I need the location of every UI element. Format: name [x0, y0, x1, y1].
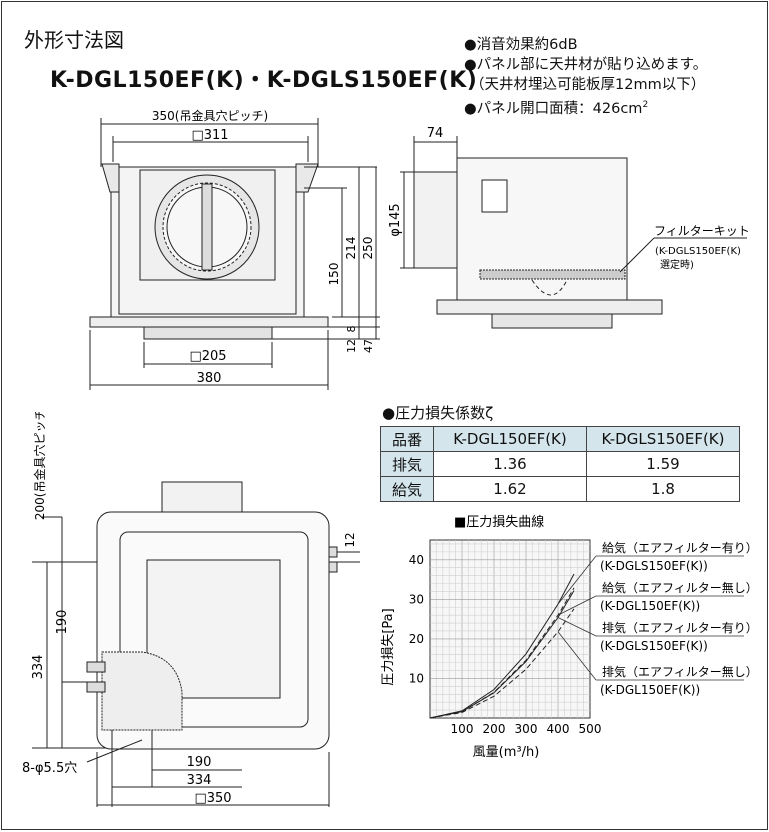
dim-12-right: 12	[343, 532, 357, 547]
dim-74: 74	[427, 126, 444, 141]
chart-ticks: 100 200 300 400 500 10 20 30 40	[409, 553, 602, 736]
x-axis-label: 風量(m³/h)	[473, 745, 540, 760]
holes-label: 8-φ5.5穴	[22, 761, 77, 776]
legend-label: (K-DGL150EF(K))	[600, 599, 700, 613]
chart-title: ■圧力損失曲線	[454, 514, 544, 530]
filter-kit-note: 選定時)	[660, 258, 694, 271]
dim-pitch: 350(吊金具穴ピッチ)	[152, 108, 268, 123]
dim-334-horizontal: 334	[187, 773, 212, 788]
pressure-loss-table: 品番 K-DGL150EF(K) K-DGLS150EF(K) 排気 1.36 …	[380, 426, 740, 502]
spec-item: （天井材埋込可能板厚12mm以下）	[470, 77, 706, 93]
y-tick-label: 40	[409, 553, 424, 567]
table-cell: 1.36	[433, 451, 587, 477]
spec-list: ●消音効果約6dB ●パネル部に天井材が貼り込めます。 （天井材埋込可能板厚12…	[464, 35, 707, 119]
pressure-loss-title: ●圧力損失係数ζ	[382, 404, 494, 422]
dim-12: 12	[345, 339, 358, 353]
spec-item: ●消音効果約6dB	[464, 37, 578, 53]
legend-leader	[557, 617, 597, 637]
spec-item: ●パネル開口面積：426cm2	[464, 100, 649, 117]
legend-label: 排気（エアフィルター無し）	[602, 664, 758, 679]
dim-214: 214	[344, 237, 358, 260]
filter-kit-note: (K-DGLS150EF(K)	[655, 246, 741, 257]
side-view-drawing: 74 φ145 フィルターキット (K-DGLS150EF(K) 選定時)	[388, 126, 750, 329]
legend-label: 給気（エアフィルター有り）	[602, 540, 758, 555]
table-row: 給気 1.62 1.8	[380, 476, 740, 502]
dim-square-top: □311	[191, 128, 228, 143]
legend-label: (K-DGLS150EF(K))	[600, 559, 708, 573]
table-cell: 1.8	[586, 476, 740, 502]
x-tick-label: 500	[579, 722, 602, 736]
series-line	[429, 608, 575, 719]
series-line	[429, 573, 575, 719]
dim-8: 8	[345, 326, 358, 333]
table-header: 品番	[380, 426, 434, 452]
legend-leader	[557, 555, 597, 605]
chart-legend: 給気（エアフィルター有り） (K-DGLS150EF(K)) 給気（エアフィルター無…	[557, 540, 758, 697]
dim-phi145: φ145	[388, 203, 403, 236]
dim-pitch-vertical: 200(吊金具穴ピッチ)	[32, 412, 47, 520]
legend-label: 排気（エアフィルター有り）	[602, 620, 758, 635]
y-axis-label: 圧力損失[Pa]	[381, 608, 396, 685]
dim-square-bottom: □205	[189, 349, 226, 364]
y-tick-label: 10	[409, 671, 424, 685]
table-header: K-DGL150EF(K)	[433, 426, 587, 452]
legend-leader	[557, 595, 597, 616]
chart-series	[429, 573, 575, 719]
plot-area	[429, 539, 591, 719]
legend-label: (K-DGLS150EF(K))	[600, 639, 708, 653]
bottom-view-drawing: 200(吊金具穴ピッチ) 190 334 12 190 334 □350 8-φ…	[22, 412, 360, 807]
series-line	[429, 590, 575, 719]
legend-leader	[557, 631, 597, 681]
table-header: K-DGLS150EF(K)	[586, 426, 740, 452]
y-tick-label: 20	[409, 632, 424, 646]
table-cell: 1.62	[433, 476, 587, 502]
filter-kit-label: フィルターキット	[654, 224, 750, 238]
dim-334-vertical: 334	[31, 655, 46, 680]
table-cell: 1.59	[586, 451, 740, 477]
pressure-loss-chart: ■圧力損失曲線 圧力損失[Pa] 風量(m³/h) 100 200 300 400 50…	[381, 514, 758, 760]
legend-label: 給気（エアフィルター無し）	[602, 580, 758, 595]
table-row: 排気 1.36 1.59	[380, 451, 740, 477]
dim-250: 250	[361, 237, 375, 260]
dim-47: 47	[362, 339, 375, 353]
row-label: 給気	[380, 476, 434, 502]
x-tick-label: 300	[515, 722, 538, 736]
chart-grid	[429, 539, 591, 719]
dim-350-square: □350	[194, 791, 231, 806]
dim-190-vertical: 190	[55, 610, 70, 635]
front-view-drawing: 350(吊金具穴ピッチ) □311 □205 380 150 214 250 8…	[89, 108, 380, 390]
x-tick-label: 400	[547, 722, 570, 736]
sheet-title: 外形寸法図	[24, 28, 124, 52]
x-tick-label: 200	[483, 722, 506, 736]
legend-label: (K-DGL150EF(K))	[600, 683, 700, 697]
dim-190-horizontal: 190	[187, 755, 212, 770]
dim-width: 380	[197, 371, 222, 386]
dim-150: 150	[327, 263, 341, 286]
model-name: K-DGL150EF(K)・K-DGLS150EF(K)	[50, 68, 478, 93]
y-tick-label: 30	[409, 592, 424, 606]
row-label: 排気	[380, 451, 434, 477]
spec-item: ●パネル部に天井材が貼り込めます。	[464, 57, 708, 73]
x-tick-label: 100	[451, 722, 474, 736]
table-header-row: 品番 K-DGL150EF(K) K-DGLS150EF(K)	[380, 426, 740, 452]
